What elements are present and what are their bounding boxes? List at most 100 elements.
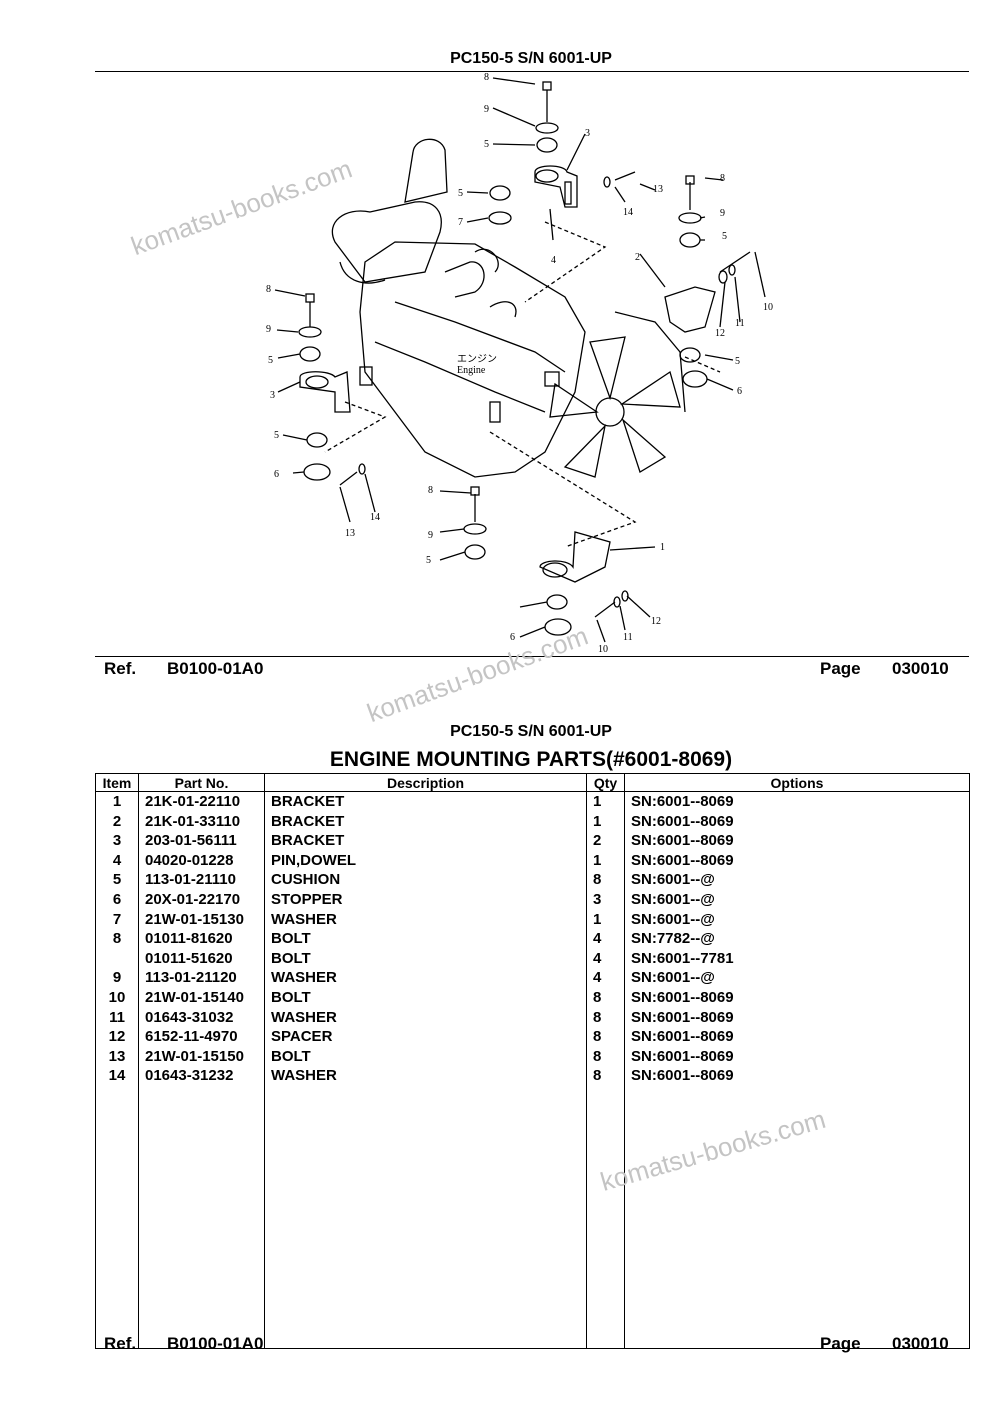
options-cell: SN:6001--8069 — [624, 791, 970, 812]
part-no-cell: 20X-01-22170 — [138, 889, 265, 910]
description-cell: WASHER — [264, 968, 587, 988]
footer-ref-row-bottom: Ref. B0100-01A0 Page 030010 — [104, 1334, 959, 1354]
callout-7: 7 — [458, 217, 463, 228]
page-label: Page — [820, 659, 861, 678]
qty-cell: 4 — [586, 929, 625, 949]
qty-cell: 8 — [586, 1046, 625, 1067]
description-cell: BRACKET — [264, 791, 587, 812]
qty-cell: 4 — [586, 948, 625, 969]
item-cell: 7 — [95, 909, 139, 930]
callout-9: 9 — [484, 104, 489, 115]
part-no-cell: 113-01-21110 — [138, 870, 265, 890]
part-no-cell: 01643-31032 — [138, 1007, 265, 1028]
table-filler-row — [95, 1085, 970, 1349]
callout-3: 3 — [585, 128, 590, 139]
options-cell: SN:6001--8069 — [624, 1007, 970, 1028]
callout-8: 8 — [266, 284, 271, 295]
callout-11: 11 — [623, 632, 633, 643]
item-cell: 14 — [95, 1066, 139, 1086]
empty-cell — [624, 1085, 970, 1349]
part-no-cell: 01011-51620 — [138, 948, 265, 969]
part-no-cell: 04020-01228 — [138, 850, 265, 871]
item-cell: 11 — [95, 1007, 139, 1028]
empty-cell — [586, 1085, 625, 1349]
callout-13: 13 — [653, 184, 663, 195]
description-cell: WASHER — [264, 909, 587, 930]
options-cell: SN:6001--@ — [624, 870, 970, 890]
item-cell: 2 — [95, 811, 139, 832]
part-no-cell: 21W-01-15130 — [138, 909, 265, 930]
callout-12: 12 — [651, 616, 661, 627]
qty-cell: 2 — [586, 831, 625, 851]
callout-5: 5 — [484, 139, 489, 150]
item-cell: 1 — [95, 791, 139, 812]
callout-13: 13 — [345, 528, 355, 539]
model-header-top: PC150-5 S/N 6001-UP — [450, 50, 612, 67]
item-cell: 12 — [95, 1027, 139, 1047]
ref-code: B0100-01A0 — [167, 1334, 264, 1353]
options-cell: SN:6001--8069 — [624, 987, 970, 1008]
qty-cell: 1 — [586, 909, 625, 930]
page-number: 030010 — [892, 1334, 949, 1353]
item-cell: 8 — [95, 929, 139, 949]
empty-cell — [138, 1085, 265, 1349]
callout-6: 6 — [510, 632, 515, 643]
col-header-options: Options — [624, 773, 970, 792]
part-no-cell: 203-01-56111 — [138, 831, 265, 851]
callout-14: 14 — [370, 512, 380, 523]
callout-10: 10 — [598, 644, 608, 655]
callout-8: 8 — [720, 173, 725, 184]
callout-3: 3 — [270, 390, 275, 401]
item-cell — [95, 948, 139, 969]
callout-9: 9 — [428, 530, 433, 541]
options-cell: SN:6001--@ — [624, 909, 970, 930]
callout-9: 9 — [266, 324, 271, 335]
description-cell: WASHER — [264, 1066, 587, 1086]
callout-5: 5 — [735, 356, 740, 367]
page-label: Page — [820, 1334, 861, 1353]
options-cell: SN:6001--8069 — [624, 1046, 970, 1067]
empty-cell — [264, 1085, 587, 1349]
col-header-qty: Qty — [586, 773, 625, 792]
callout-5: 5 — [268, 355, 273, 366]
callout-6: 6 — [274, 469, 279, 480]
callout-4: 4 — [551, 255, 556, 266]
options-cell: SN:7782--@ — [624, 929, 970, 949]
description-cell: BOLT — [264, 987, 587, 1008]
callout-2: 2 — [635, 252, 640, 263]
description-cell: BOLT — [264, 929, 587, 949]
options-cell: SN:6001--8069 — [624, 850, 970, 871]
ref-label: Ref. — [104, 1334, 137, 1353]
item-cell: 10 — [95, 987, 139, 1008]
item-cell: 9 — [95, 968, 139, 988]
col-header-item: Item — [95, 773, 139, 792]
options-cell: SN:6001--7781 — [624, 948, 970, 969]
col-header-part-no: Part No. — [138, 773, 265, 792]
qty-cell: 8 — [586, 1007, 625, 1028]
description-cell: CUSHION — [264, 870, 587, 890]
part-no-cell: 21K-01-33110 — [138, 811, 265, 832]
callout-1: 1 — [660, 542, 665, 553]
page-number: 030010 — [892, 659, 949, 678]
qty-cell: 8 — [586, 1027, 625, 1047]
options-cell: SN:6001--@ — [624, 968, 970, 988]
qty-cell: 4 — [586, 968, 625, 988]
callout-10: 10 — [763, 302, 773, 313]
callout-9: 9 — [720, 208, 725, 219]
qty-cell: 8 — [586, 1066, 625, 1086]
ref-label: Ref. — [104, 659, 137, 678]
description-cell: PIN,DOWEL — [264, 850, 587, 871]
callout-5: 5 — [274, 430, 279, 441]
description-cell: BOLT — [264, 948, 587, 969]
callout-6: 6 — [737, 386, 742, 397]
